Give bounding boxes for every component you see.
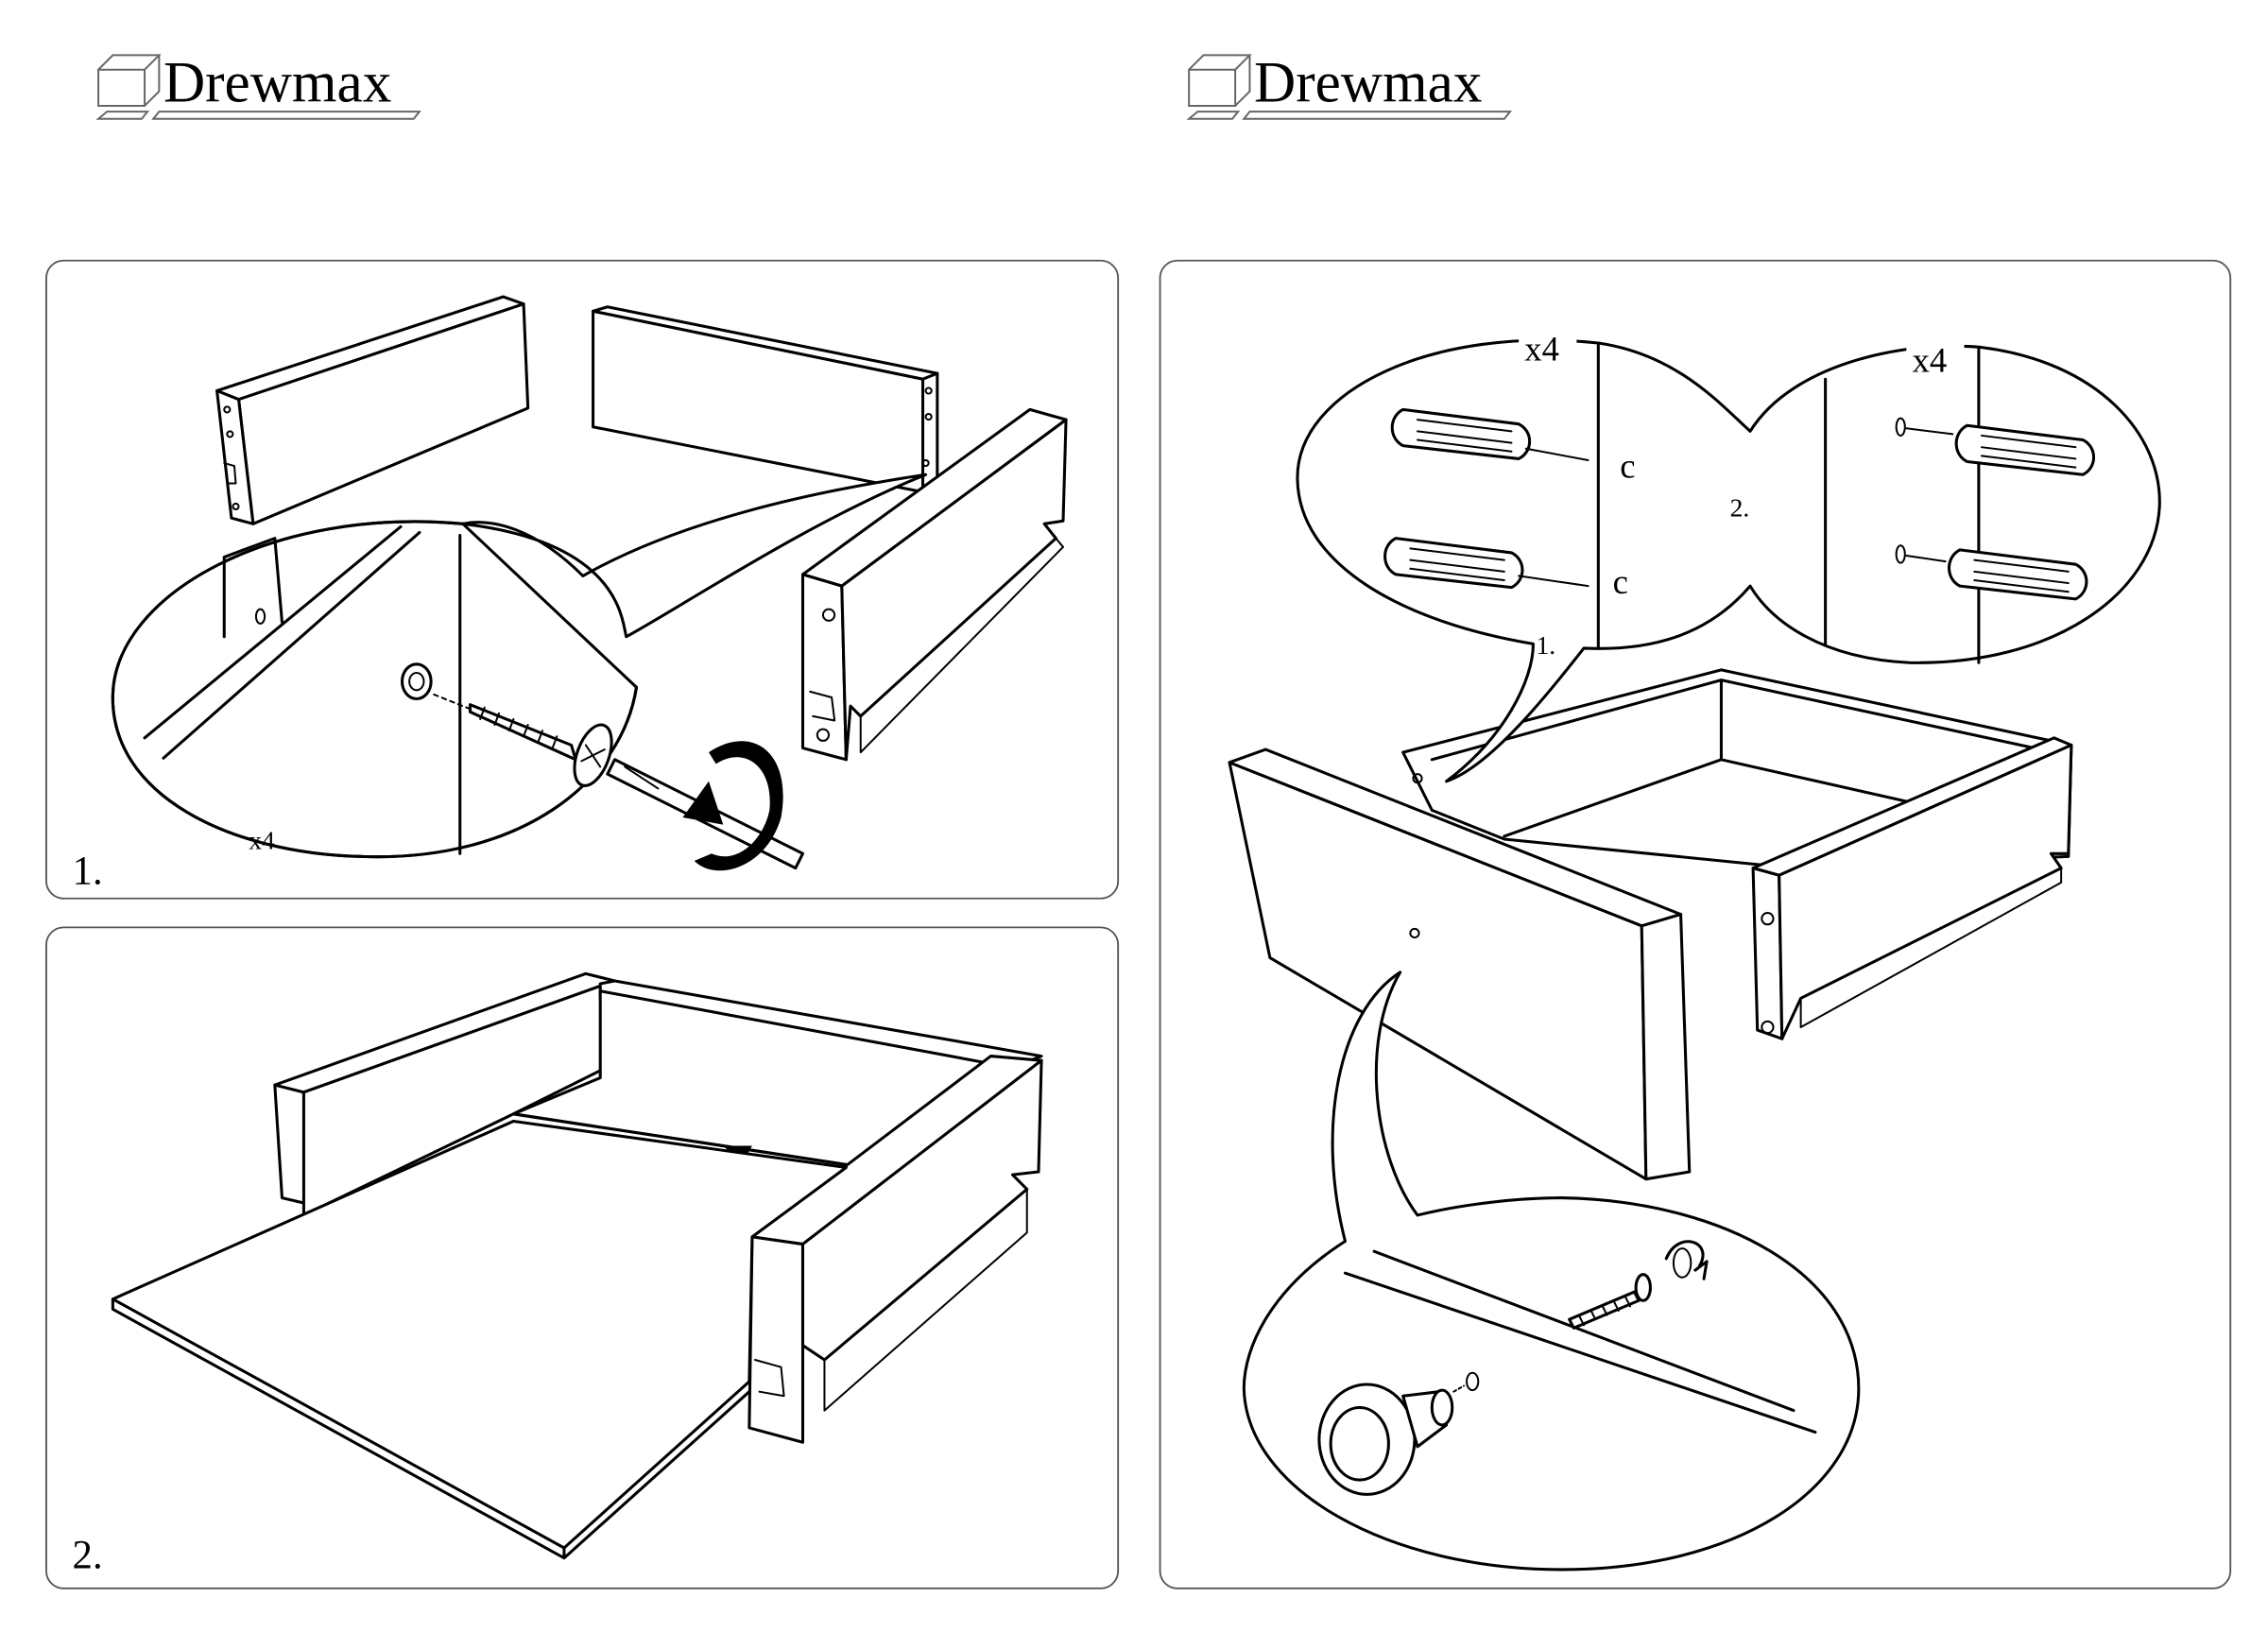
- step-3-panel: c c x4 x4 1. 2.: [1159, 259, 2232, 1589]
- side-board-right: [800, 407, 1068, 762]
- quantity-label-right: x4: [1912, 341, 1947, 380]
- drawer-bottom-panel: [111, 1119, 848, 1560]
- substep-label-1: 1.: [1537, 630, 1556, 660]
- back-board: [592, 305, 939, 494]
- dowel-detail-callout: c c x4 x4 1. 2.: [1296, 329, 2161, 783]
- drawer-front-panel: [1228, 747, 1692, 1181]
- brand-name: Drewmax: [163, 50, 391, 114]
- step-2-panel: 2.: [45, 926, 1120, 1589]
- dowel-icon: [1383, 407, 2096, 601]
- bolt-icon: [1568, 1273, 1652, 1330]
- step-number: 1.: [73, 849, 103, 893]
- knob-detail-callout: [1242, 971, 1861, 1572]
- hole-mark: c: [1613, 562, 1628, 601]
- side-board-left: [215, 295, 530, 525]
- brand-logo-left: Drewmax: [95, 50, 421, 120]
- rotate-arrow-icon: [1664, 1240, 1709, 1280]
- brand-name: Drewmax: [1254, 50, 1482, 114]
- brand-logo-right: Drewmax: [1186, 50, 1513, 120]
- quantity-label: x4: [249, 826, 275, 855]
- rotate-arrow-icon: [682, 741, 783, 871]
- step-1-panel: x4 1.: [45, 259, 1120, 900]
- screw-detail-callout: x4: [111, 472, 928, 871]
- hole-mark: c: [1620, 446, 1635, 485]
- knob-icon: [1317, 1383, 1454, 1496]
- step-number: 2.: [73, 1533, 103, 1577]
- drawer-frame: [273, 971, 1043, 1444]
- logo-box-icon: [1186, 54, 1513, 120]
- drawer-body: [1401, 668, 2073, 1040]
- logo-box-icon: [95, 54, 421, 120]
- quantity-label-left: x4: [1524, 329, 1559, 368]
- substep-label-2: 2.: [1730, 493, 1750, 523]
